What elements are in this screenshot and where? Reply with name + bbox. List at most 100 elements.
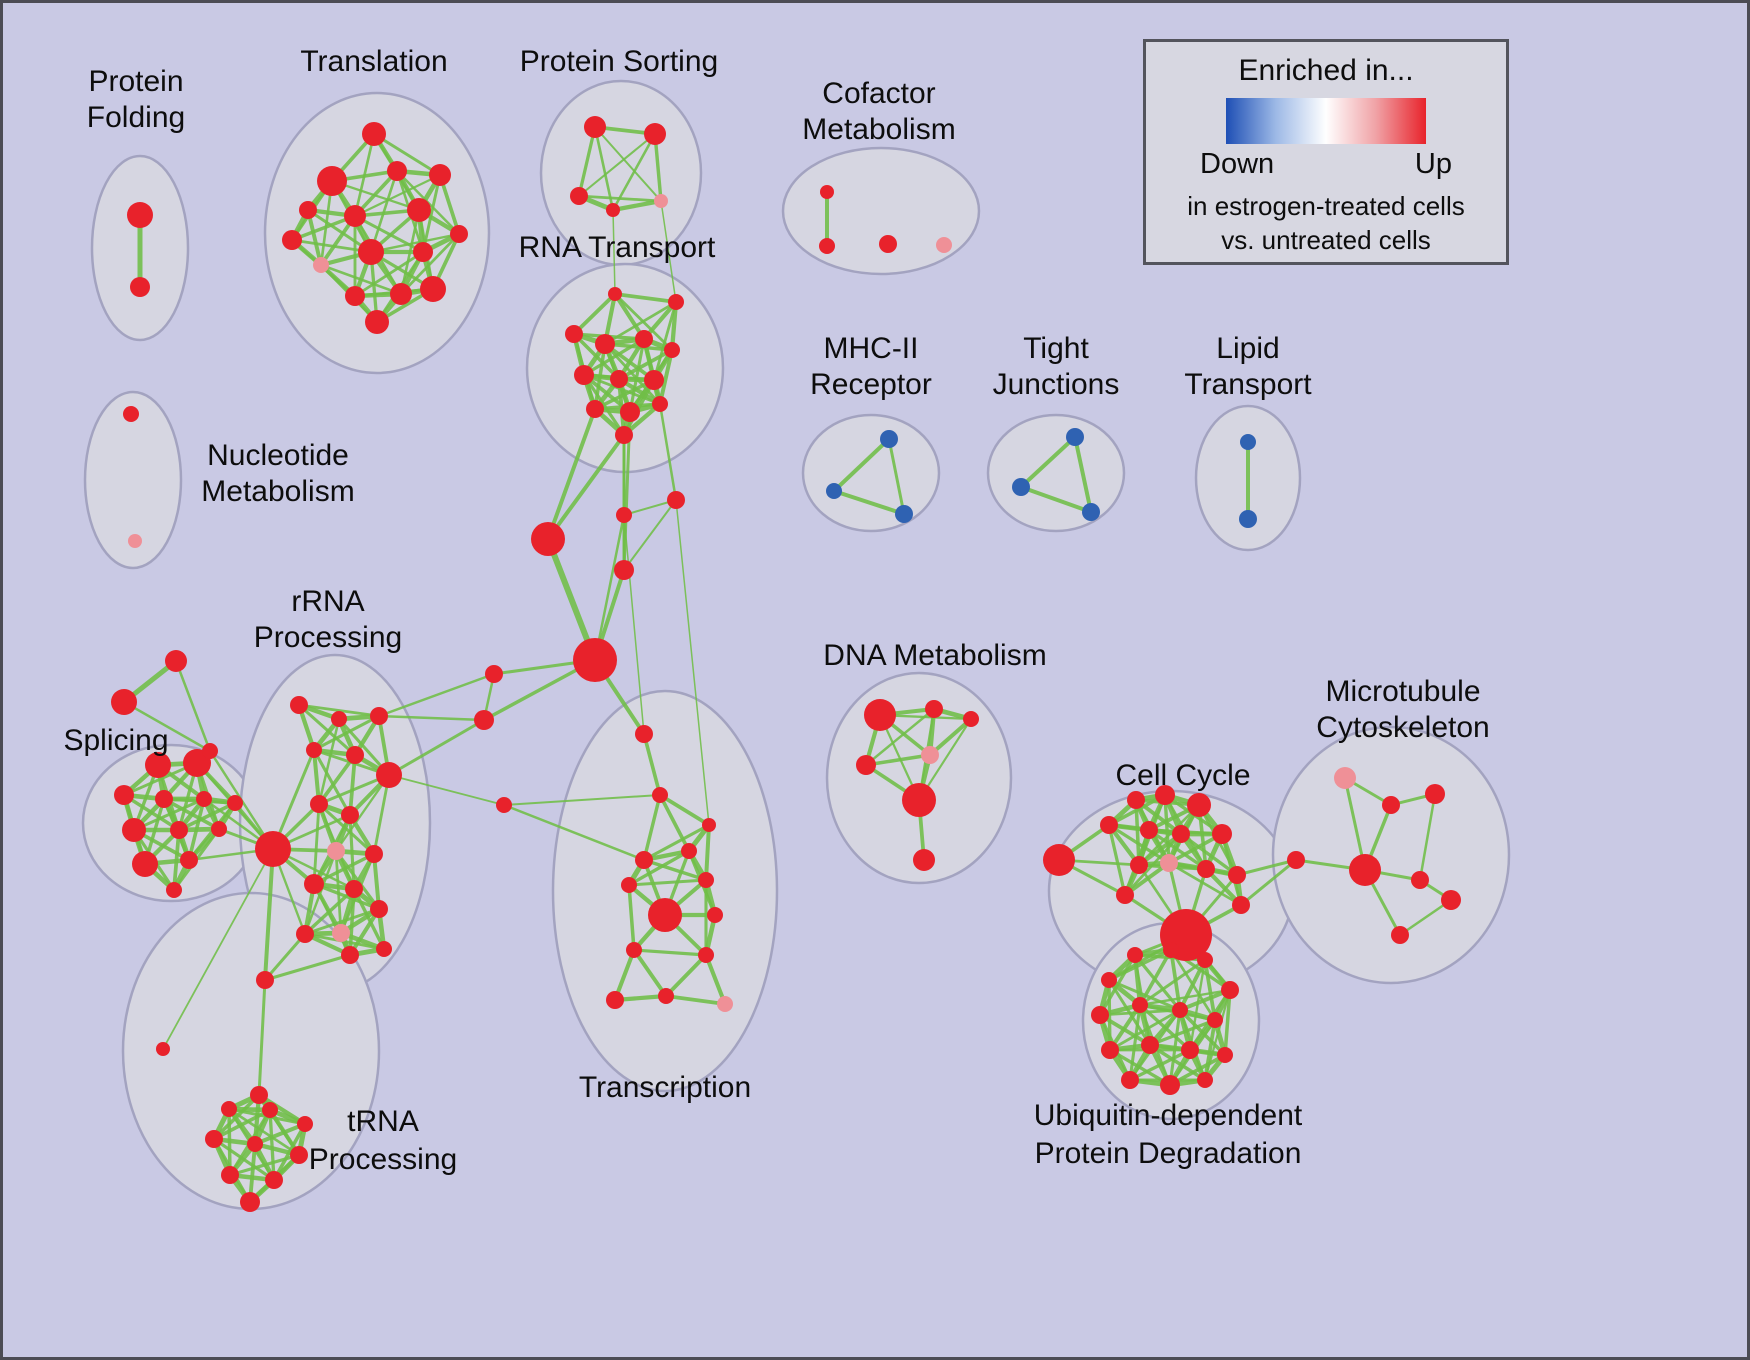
gene-set-node <box>1197 860 1215 878</box>
enrichment-edge <box>660 200 677 303</box>
gene-set-node <box>1012 478 1030 496</box>
gene-set-node <box>155 790 173 808</box>
enrichment-edge <box>623 499 677 516</box>
cluster-label-lipid-transport: Lipid <box>1216 332 1279 365</box>
gene-set-node <box>1207 1012 1223 1028</box>
enrichment-edge <box>290 214 357 242</box>
gene-set-node <box>652 396 668 412</box>
gene-set-node <box>635 330 653 348</box>
gene-set-node <box>1197 1072 1213 1088</box>
gene-set-node <box>1160 1075 1180 1095</box>
enrichment-edge <box>306 208 323 267</box>
enrichment-edge <box>1235 858 1298 877</box>
gene-set-node <box>1160 854 1178 872</box>
cluster-label-rrna-processing: Processing <box>254 621 402 654</box>
gene-set-node <box>221 1101 237 1117</box>
gene-set-node <box>1066 428 1084 446</box>
gene-set-node <box>1121 1071 1139 1089</box>
gene-set-node <box>341 806 359 824</box>
cluster-label-splicing: Splicing <box>63 724 168 757</box>
enrichment-edge <box>1019 435 1077 489</box>
gene-set-node <box>895 505 913 523</box>
gene-set-node <box>652 787 668 803</box>
gene-set-node <box>963 711 979 727</box>
gene-set-node <box>570 187 588 205</box>
cluster-label-microtubule-cytoskeleton: Microtubule <box>1325 675 1480 708</box>
gene-set-node <box>864 699 896 731</box>
enrichment-edge <box>1418 792 1437 882</box>
enrichment-edge <box>617 348 674 381</box>
cluster-ellipse-mhc-ii-receptor <box>801 413 941 533</box>
cluster-label-ubiquitin-degradation: Ubiquitin-dependent <box>1034 1099 1303 1132</box>
gene-set-node <box>1221 981 1239 999</box>
gene-set-node <box>573 638 617 682</box>
enrichment-edge <box>577 125 597 198</box>
gene-set-node <box>130 277 150 297</box>
enrichment-edge <box>1073 435 1093 514</box>
gene-set-node <box>297 1116 313 1132</box>
enrichment-edge <box>628 337 646 414</box>
gene-set-node <box>485 665 503 683</box>
enrichment-edge <box>1128 1003 1142 1082</box>
gene-set-node <box>346 746 364 764</box>
cluster-ellipse-microtubule-cytoskeleton <box>1271 725 1511 985</box>
legend-caption-line1: in estrogen-treated cells <box>1187 191 1465 221</box>
gene-set-node <box>1217 1047 1233 1063</box>
gene-set-node <box>145 752 171 778</box>
cluster-ellipse-transcription <box>551 689 779 1093</box>
gene-set-node <box>1382 796 1400 814</box>
gene-set-node <box>626 942 642 958</box>
enrichment-edge <box>312 714 381 752</box>
gene-set-node <box>196 791 212 807</box>
gene-set-node <box>1212 824 1232 844</box>
gene-set-node <box>282 230 302 250</box>
gene-set-node <box>1391 926 1409 944</box>
gene-set-node <box>165 650 187 672</box>
enrichment-edge <box>664 994 727 1006</box>
gene-set-node <box>327 842 345 860</box>
gene-set-node <box>595 334 615 354</box>
enrichment-edge <box>642 793 662 862</box>
enrichment-edge <box>290 238 373 254</box>
enrichment-edge <box>642 858 708 882</box>
gene-set-node <box>1172 825 1190 843</box>
gene-set-node <box>290 1146 308 1164</box>
enrichment-edge <box>252 1121 308 1147</box>
gene-set-node <box>879 235 897 253</box>
enrichment-edge <box>228 1153 301 1177</box>
gene-set-node <box>664 342 680 358</box>
gene-set-node <box>614 560 634 580</box>
gene-set-node <box>1187 793 1211 817</box>
gene-set-node <box>608 287 622 301</box>
enrichment-edge <box>312 802 321 886</box>
gene-set-node <box>913 849 935 871</box>
gene-set-node <box>717 996 733 1012</box>
gene-set-node <box>362 122 386 146</box>
gene-set-node <box>1172 1002 1188 1018</box>
gene-set-node <box>698 947 714 963</box>
enrichment-edge <box>502 803 646 862</box>
enrichment-edge <box>353 250 425 298</box>
gene-set-node <box>1101 972 1117 988</box>
enrichment-edge <box>658 793 711 827</box>
legend-up-label: Up <box>1414 148 1452 180</box>
enrichment-edge <box>312 748 352 817</box>
gene-set-node <box>615 426 633 444</box>
enrichment-edge <box>263 847 275 982</box>
gene-set-node <box>668 294 684 310</box>
enrichment-edge <box>227 1107 301 1157</box>
gene-set-node <box>1240 434 1256 450</box>
gene-set-node <box>299 201 317 219</box>
enrichment-edge <box>623 499 677 571</box>
enrichment-edge <box>303 887 356 936</box>
enrichment-edge <box>353 173 442 218</box>
gene-set-node <box>654 194 668 208</box>
gene-set-node <box>1425 784 1445 804</box>
enrichment-edge <box>658 793 691 853</box>
enrichment-edge <box>546 433 626 541</box>
cluster-label-trna-processing: tRNA <box>347 1105 419 1138</box>
enrichment-edge <box>257 978 267 1097</box>
enrichment-edge <box>1108 1008 1182 1052</box>
enrichment-edge <box>675 499 710 826</box>
enrichment-edge <box>627 883 636 952</box>
